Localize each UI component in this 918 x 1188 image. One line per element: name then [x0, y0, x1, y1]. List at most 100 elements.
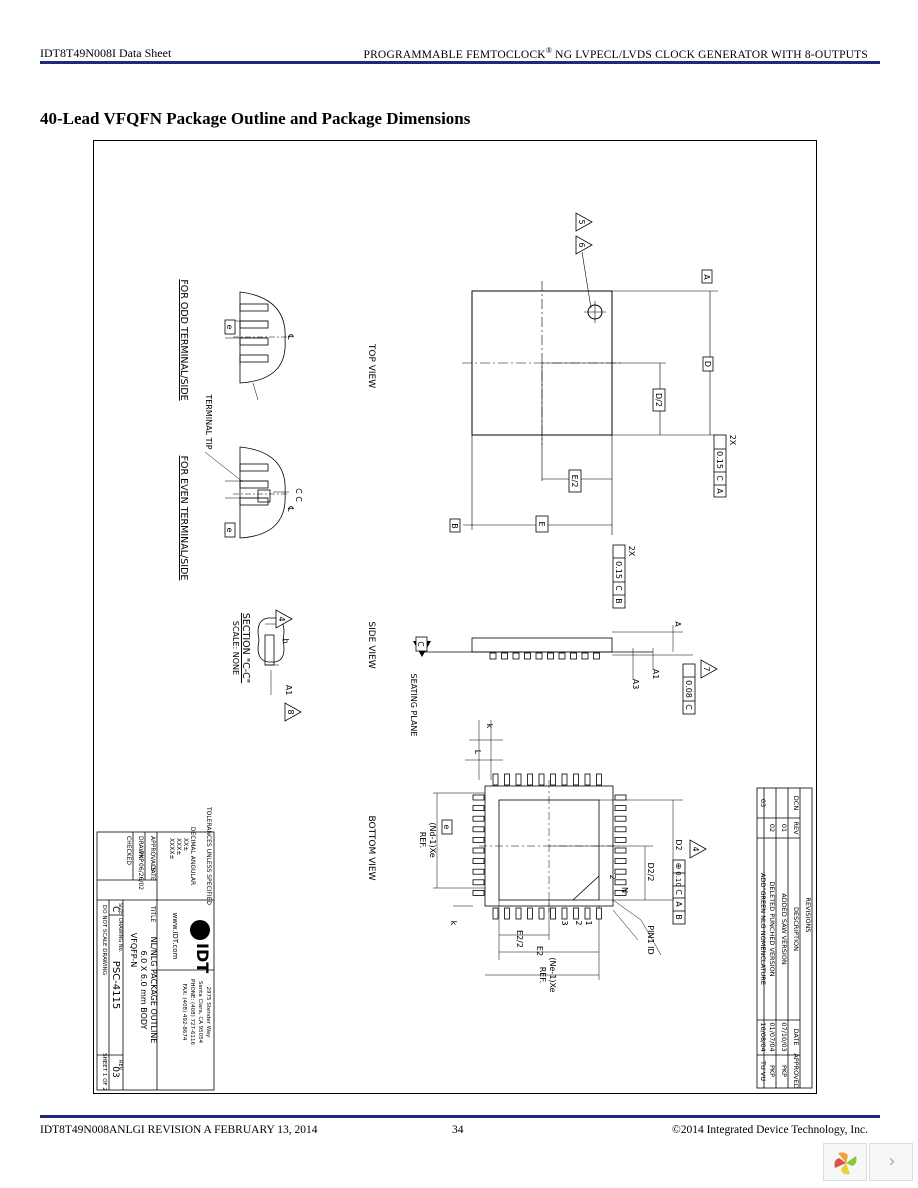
product-title-main: PROGRAMMABLE FEMTOCLOCK [363, 48, 546, 61]
bottom-pad [472, 868, 485, 875]
bottom-pad [472, 858, 485, 864]
top-view-label: TOP VIEW [366, 343, 376, 388]
tb-address-3: PHONE: (408) 727-6116 [189, 979, 195, 1045]
even-e-datum: e [225, 528, 234, 533]
flag-8: 8 [286, 709, 295, 714]
next-page-button[interactable]: › [869, 1143, 913, 1181]
tb-dwg-label: DRAWING No. [117, 918, 123, 953]
bottom-pad [472, 890, 485, 896]
even-terminal-detail [204, 446, 289, 539]
bottom-pad [550, 907, 556, 920]
flag-6: 6 [577, 242, 586, 247]
rev-header-date: DATE [792, 1029, 800, 1046]
dim-d2-half: D2/2 [646, 862, 655, 881]
pinwheel-icon [834, 1152, 857, 1175]
bottom-pad [614, 815, 627, 822]
side-dim-a: A [673, 621, 682, 627]
bottom-pad [504, 907, 510, 920]
even-terminal-label: FOR EVEN TERMINAL/SIDE [178, 456, 189, 581]
tb-size-label: SIZE [117, 903, 123, 914]
tb-dwg-no: PSC-4115 [110, 961, 121, 1009]
header-rule [40, 61, 880, 64]
side-view-labels: C SEATING PLANE A A1 A3 7 0.08 C SIDE VI… [366, 621, 718, 736]
tb-tolerances: TOLERANCES UNLESS SPECIFIED [205, 806, 212, 905]
top-view [462, 251, 718, 535]
dim-d2: D2 [674, 839, 683, 850]
title-block-text: TOLERANCES UNLESS SPECIFIED DECIMAL ANGU… [101, 806, 212, 1091]
two-x-mid: 2X [627, 546, 636, 557]
bottom-view-label: BOTTOM VIEW [366, 815, 376, 880]
dim-k-bottom: k [449, 921, 458, 926]
rev-row1-date: 07/10/03 [780, 1022, 788, 1051]
side-view [423, 625, 693, 680]
bottom-view-pads [472, 773, 627, 920]
bottom-pad [614, 879, 627, 886]
dim-e2-half: E2/2 [515, 930, 524, 948]
bottom-pad [472, 879, 485, 886]
pad-2-right: 2 [608, 874, 617, 879]
bottom-pad [614, 826, 627, 833]
tb-xxxx: XXXX± [168, 838, 175, 859]
revisions-table [756, 787, 813, 1089]
bottom-view [433, 720, 683, 980]
side-lead [524, 652, 531, 660]
rev-row2-rev: 02 [768, 824, 776, 832]
rev-row2-date: 01/07/04 [768, 1022, 776, 1051]
footer-rule [40, 1115, 880, 1118]
tb-company: IDT [193, 943, 212, 973]
odd-terminal-label: FOR ODD TERMINAL/SIDE [178, 279, 189, 400]
section-cc [257, 617, 285, 695]
bottom-pad [472, 826, 485, 833]
doc-title: IDT8T49N008I Data Sheet [40, 46, 172, 60]
tol-bottom-c: C [674, 889, 683, 895]
flag-4-section: 4 [277, 616, 286, 621]
bottom-pad [614, 805, 627, 811]
side-dim-a1: A1 [651, 669, 660, 680]
tb-decimal: DECIMAL ANGULAR [189, 827, 196, 885]
flag-7: 7 [702, 666, 711, 671]
product-title: PROGRAMMABLE FEMTOCLOCK® NG LVPECL/LVDS … [363, 46, 868, 61]
rev-row3-dcn: 03 [759, 799, 767, 807]
product-title-suffix: NG LVPECL/LVDS CLOCK GENERATOR WITH 8-OU… [552, 48, 868, 61]
bottom-pad [573, 773, 579, 786]
pad-1: 1 [584, 920, 593, 925]
top-view-labels: A D D/2 E/2 E B 2X 0.15 C A 2X 0.15 C B … [366, 212, 737, 609]
side-lead [593, 652, 600, 660]
tb-rev: 03 [110, 1066, 120, 1077]
viewer-logo-button[interactable] [823, 1143, 867, 1181]
bottom-pad [614, 858, 627, 864]
tb-website: www.IDT.com [171, 913, 179, 960]
tol-side-value: 0.08 [684, 680, 693, 698]
section-scale-label: SCALE: NONE [231, 621, 240, 675]
section-title: 40-Lead VFQFN Package Outline and Packag… [40, 109, 471, 128]
side-lead [581, 652, 589, 660]
tol-mid-c: C [614, 585, 623, 591]
terminal-labels: e e ℄ ℄ C C TERMINAL TIP FOR ODD TERMINA… [178, 279, 303, 580]
revisions-table-text: REVISIONS DCN REV DESCRIPTION DATE APPRO… [759, 796, 812, 1089]
dim-ne-xe: (Ne-1)Xe [548, 957, 557, 992]
bottom-pad [472, 815, 485, 822]
rev-row1-rev: 01 [780, 824, 788, 832]
tb-rev-label: REV [117, 1060, 123, 1071]
side-view-leads [489, 652, 600, 660]
tb-title-2: 6.0 X 6.0 mm BODY [139, 951, 148, 1030]
footer-doc-info: IDT8T49N008ANLGI REVISION A FEBRUARY 13,… [40, 1124, 318, 1136]
registered-mark: ® [545, 46, 553, 55]
rev-row2-desc: DELETED PUNCHED VERSION [768, 881, 776, 976]
bottom-e-datum: e [442, 825, 451, 830]
dim-nd-xe: (Nd-1)Xe [428, 822, 437, 857]
tol-side-c: C [684, 704, 693, 710]
bottom-pad [472, 794, 485, 801]
dim-e2: E2 [535, 946, 544, 956]
dim-n: N [620, 887, 629, 893]
section-b: b [281, 638, 290, 643]
bottom-view-labels: e (Nd-1)Xe REF. k L k 1 2 3 2 N E2/2 E2 … [366, 724, 707, 993]
flag-5: 5 [577, 219, 586, 224]
bottom-pad [561, 773, 568, 786]
rev-header-approved: APPROVED [792, 1053, 800, 1088]
tb-size: C [110, 906, 120, 912]
bottom-pad [614, 837, 627, 843]
tb-title-3: VFQFP-N [129, 933, 138, 968]
side-dim-a3: A3 [631, 679, 640, 690]
rev-row3-date: 10/08/04 [759, 1022, 767, 1051]
